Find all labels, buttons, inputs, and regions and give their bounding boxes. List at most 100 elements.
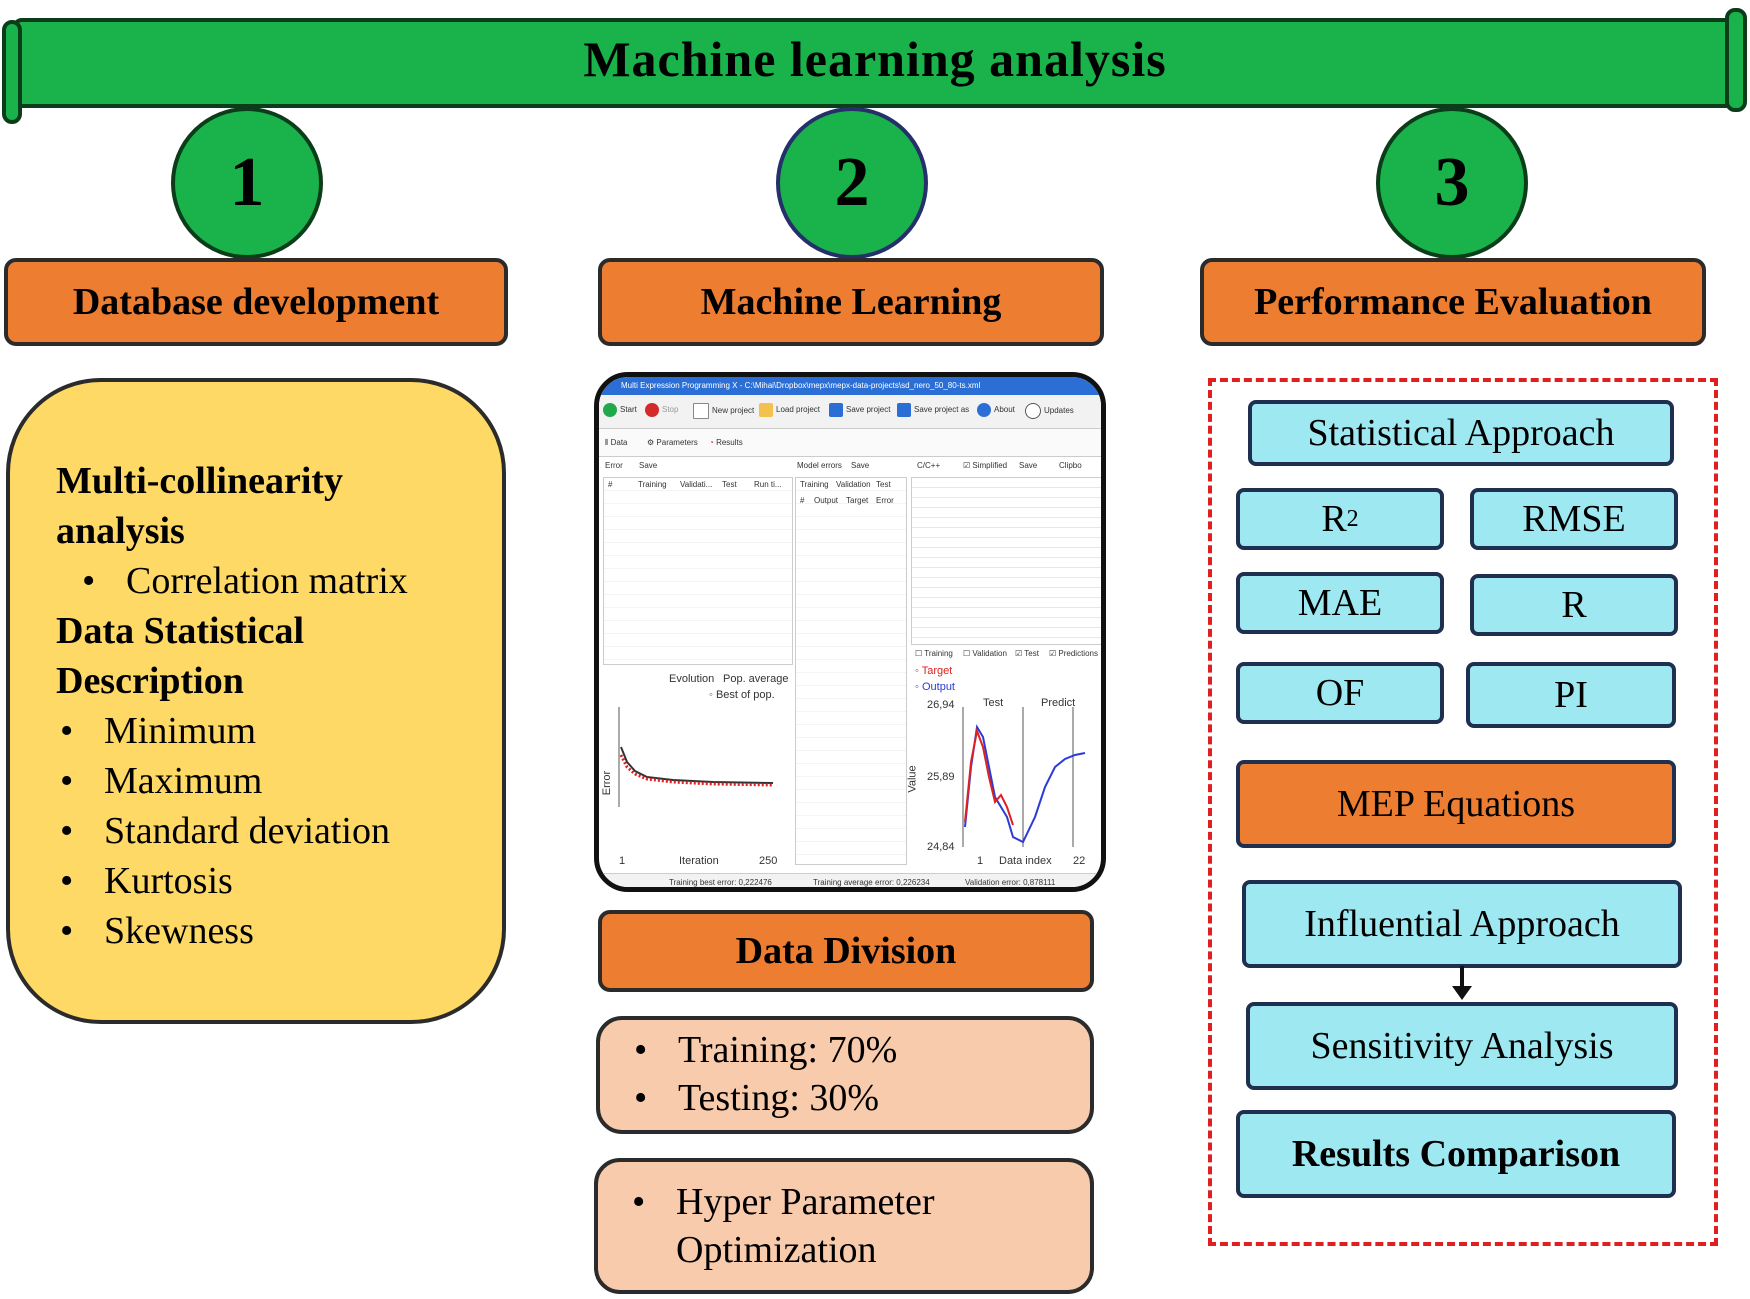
output-legend: Output bbox=[921, 681, 955, 693]
stop-icon bbox=[645, 403, 659, 417]
evolution-plot bbox=[618, 707, 774, 807]
table-header: Target bbox=[846, 496, 869, 505]
r2-label: R bbox=[1321, 498, 1347, 540]
screenshot-tabs: ⫴ Data ⚙ Parameters ◔ Results bbox=[599, 429, 1101, 457]
predictions-checkbox: Predictions bbox=[1058, 649, 1098, 658]
pi-metric-box: PI bbox=[1466, 662, 1676, 728]
multicollinearity-heading: Multi-collinearity bbox=[56, 460, 344, 502]
status-training-average: Training average error: 0,226234 bbox=[813, 878, 930, 887]
training-split: Training: 70% bbox=[634, 1026, 897, 1074]
r-metric-box: R bbox=[1470, 574, 1678, 636]
title-banner bbox=[12, 18, 1747, 108]
cloud-icon bbox=[1025, 403, 1041, 419]
new-project-icon bbox=[693, 403, 709, 419]
y-tick: 24,84 bbox=[927, 841, 955, 853]
table-header: Validation bbox=[836, 480, 871, 489]
database-development-header: Database development bbox=[4, 258, 508, 346]
test-region-label: Test bbox=[983, 697, 1004, 709]
code-view bbox=[911, 477, 1101, 645]
save-label: Save bbox=[851, 461, 870, 470]
model-errors-table: Training Validation Test # Output Target… bbox=[795, 477, 907, 865]
save-label: Save bbox=[639, 461, 658, 470]
step-3-circle: 3 bbox=[1376, 107, 1528, 259]
toolbar-load-project: Load project bbox=[776, 405, 821, 415]
hyperparameter-panel: Hyper Parameter Optimization bbox=[594, 1158, 1094, 1294]
step-2-circle: 2 bbox=[776, 107, 928, 259]
error-axis-label: Error bbox=[601, 770, 614, 796]
toolbar-start: Start bbox=[620, 405, 637, 415]
model-errors-label: Model errors bbox=[797, 461, 842, 470]
clipboard-button: Clipbo bbox=[1059, 461, 1082, 470]
target-legend: Target bbox=[921, 665, 953, 677]
data-index-axis-label: Data index bbox=[999, 855, 1052, 867]
statistical-description-heading: Data Statistical bbox=[56, 610, 305, 652]
tab-data: Data bbox=[610, 438, 628, 447]
page-title: Machine learning analysis bbox=[583, 31, 1167, 87]
arrow-down-icon bbox=[1452, 966, 1472, 1000]
start-icon bbox=[603, 403, 617, 417]
best-of-pop-legend: Best of pop. bbox=[715, 689, 775, 701]
y-tick: 26,94 bbox=[927, 699, 955, 711]
data-index-end: 22 bbox=[1073, 855, 1086, 867]
database-panel: Multi-collinearity analysis Correlation … bbox=[6, 378, 506, 1024]
toolbar-new-project: New project bbox=[712, 406, 755, 416]
table-header: Error bbox=[876, 496, 894, 505]
table-header: Validati... bbox=[680, 480, 713, 489]
toolbar-updates: Updates bbox=[1044, 406, 1074, 416]
validation-checkbox: Validation bbox=[972, 649, 1007, 658]
test-checkbox: Test bbox=[1024, 649, 1039, 658]
toolbar-save-project: Save project bbox=[846, 405, 891, 415]
table-header: Run ti... bbox=[754, 480, 782, 489]
table-header: Training bbox=[800, 480, 829, 489]
toolbar-about: About bbox=[994, 405, 1015, 415]
banner-scroll-left bbox=[2, 20, 22, 124]
data-division-header: Data Division bbox=[598, 910, 1094, 992]
performance-evaluation-header: Performance Evaluation bbox=[1200, 258, 1706, 346]
list-item: Standard deviation bbox=[60, 806, 390, 856]
step-1-circle: 1 bbox=[171, 107, 323, 259]
predict-region-label: Predict bbox=[1041, 697, 1076, 709]
testing-split: Testing: 30% bbox=[634, 1074, 879, 1122]
status-bar: Training best error: 0,222476 Training a… bbox=[599, 873, 1101, 887]
error-label: Error bbox=[605, 461, 623, 470]
statistical-description-heading-line2: Description bbox=[56, 660, 244, 702]
results-comparison-box: Results Comparison bbox=[1236, 1110, 1676, 1198]
iteration-end: 250 bbox=[759, 855, 778, 867]
hyperparameter-line2: Optimization bbox=[676, 1229, 877, 1271]
save-icon bbox=[829, 403, 843, 417]
table-header: Output bbox=[814, 496, 839, 505]
table-header: Training bbox=[638, 480, 667, 489]
runs-table: # Training Validati... Test Run ti... bbox=[603, 477, 793, 665]
of-metric-box: OF bbox=[1236, 662, 1444, 724]
machine-learning-header: Machine Learning bbox=[598, 258, 1104, 346]
multicollinearity-heading-line2: analysis bbox=[56, 510, 185, 552]
rmse-metric-box: RMSE bbox=[1470, 488, 1678, 550]
evolution-label: Evolution bbox=[669, 673, 715, 685]
table-header: Test bbox=[722, 480, 737, 489]
table-header: Test bbox=[876, 480, 891, 489]
table-header: # bbox=[608, 480, 613, 489]
data-division-panel: Training: 70% Testing: 30% bbox=[596, 1016, 1094, 1134]
tab-results: Results bbox=[716, 438, 743, 447]
list-item: Minimum bbox=[60, 706, 256, 756]
status-training-best: Training best error: 0,222476 bbox=[669, 878, 772, 887]
mepx-screenshot: Multi Expression Programming X - C:\Miha… bbox=[594, 372, 1106, 892]
status-validation: Validation error: 0,878111 bbox=[965, 878, 1056, 887]
pop-average-legend: Pop. average bbox=[723, 673, 789, 685]
list-item: Skewness bbox=[60, 906, 254, 956]
screenshot-toolbar: Start Stop New project Load project Save… bbox=[599, 395, 1101, 429]
value-axis-label: Value bbox=[906, 765, 919, 793]
folder-icon bbox=[759, 403, 773, 417]
save-as-icon bbox=[897, 403, 911, 417]
evaluation-frame bbox=[1208, 378, 1718, 1246]
statistical-approach-box: Statistical Approach bbox=[1248, 400, 1674, 466]
list-item: Maximum bbox=[60, 756, 262, 806]
save-label: Save bbox=[1019, 461, 1038, 470]
training-checkbox: Training bbox=[924, 649, 953, 658]
language-select: C/C++ bbox=[917, 461, 941, 470]
banner-scroll-right bbox=[1725, 8, 1747, 112]
table-header: # bbox=[800, 496, 805, 505]
mae-metric-box: MAE bbox=[1236, 572, 1444, 634]
list-item: Kurtosis bbox=[60, 856, 233, 906]
